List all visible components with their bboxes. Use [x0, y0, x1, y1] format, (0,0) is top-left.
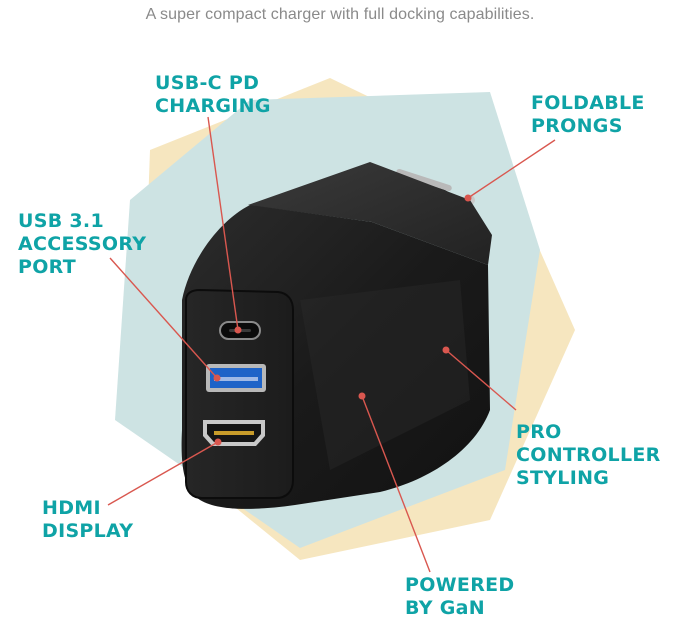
prongs-callout: FOLDABLE PRONGS: [531, 92, 645, 138]
usb-a-port: [206, 364, 266, 392]
usb31-callout-line3: PORT: [18, 256, 77, 278]
pro-callout-line3: STYLING: [516, 467, 610, 489]
usb31-callout-line1: USB 3.1: [18, 210, 104, 232]
pro-callout-line1: PRO: [516, 421, 562, 443]
usb31-callout: USB 3.1 ACCESSORY PORT: [18, 210, 146, 279]
usb-c-callout-line2: CHARGING: [155, 95, 271, 117]
gan-dot: [358, 392, 366, 400]
hdmi-callout-line2: DISPLAY: [42, 520, 134, 542]
usb31-dot: [213, 374, 221, 382]
pro-dot: [442, 346, 450, 354]
usb-c-dot: [234, 326, 242, 334]
prongs-callout-line2: PRONGS: [531, 115, 623, 137]
gan-callout: POWERED BY GaN: [405, 574, 515, 620]
hdmi-callout-line1: HDMI: [42, 497, 101, 519]
subtitle: A super compact charger with full dockin…: [145, 6, 535, 23]
hdmi-port: [203, 420, 265, 446]
prongs-callout-line1: FOLDABLE: [531, 92, 645, 114]
charger-top: [248, 162, 492, 265]
prongs-dot: [464, 194, 472, 202]
gan-callout-line1: POWERED: [405, 574, 515, 596]
hdmi-dot: [214, 438, 222, 446]
hdmi-callout: HDMI DISPLAY: [42, 497, 133, 543]
usb-c-callout-line1: USB-C PD: [155, 72, 260, 94]
usb-c-callout: USB-C PD CHARGING: [155, 72, 271, 118]
pro-callout-line2: CONTROLLER: [516, 444, 661, 466]
gan-callout-line2: BY GaN: [405, 597, 485, 619]
usb31-callout-line2: ACCESSORY: [18, 233, 147, 255]
pro-controller-callout: PRO CONTROLLER STYLING: [516, 421, 661, 490]
callout-lines: [107, 116, 556, 573]
